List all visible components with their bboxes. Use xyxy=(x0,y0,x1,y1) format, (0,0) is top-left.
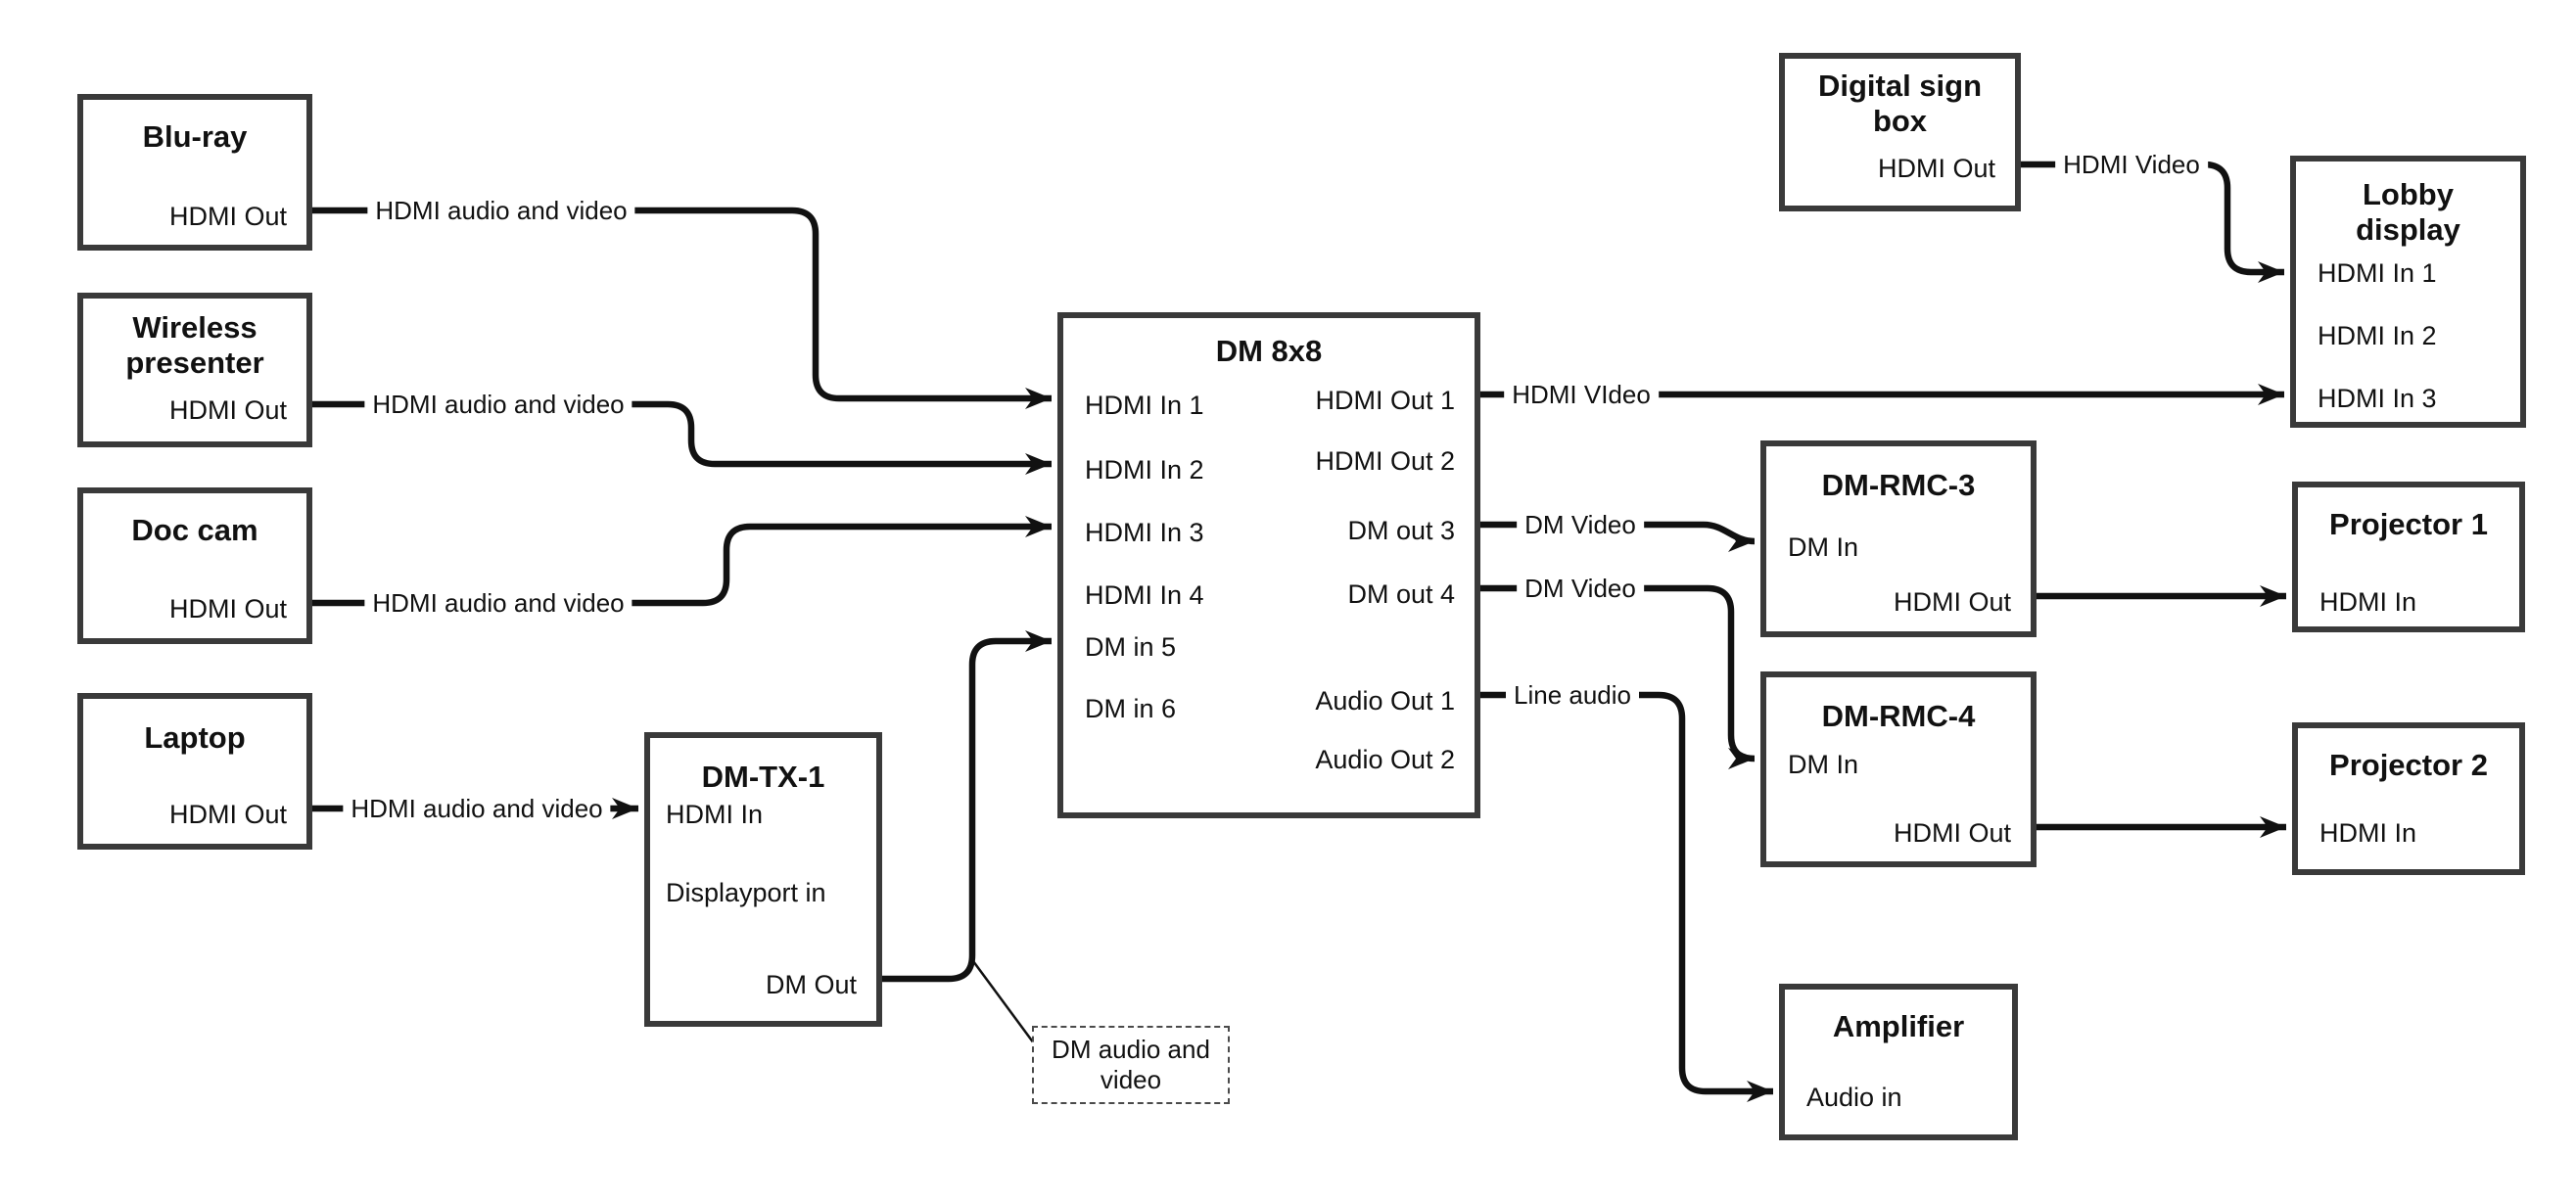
edge-wireless-to-dm8x8-in2 xyxy=(312,400,1052,475)
port-dm8x8-hdmi-out-1: HDMI Out 1 xyxy=(1315,386,1455,415)
port-dmrmc3-hdmi-out: HDMI Out xyxy=(1893,587,2011,617)
node-title: Digital sign xyxy=(1817,69,1983,103)
node-title: display xyxy=(2356,212,2460,247)
edge-dm8x8-out4-to-dmrmc4 xyxy=(1480,584,1756,769)
node-title: presenter xyxy=(125,346,264,380)
node-dm-rmc-4: DM-RMC-4 DM In HDMI Out xyxy=(1760,671,2037,867)
edge-doccam-to-dm8x8-in3 xyxy=(312,516,1052,607)
port-dm8x8-hdmi-in-3: HDMI In 3 xyxy=(1085,518,1204,547)
annotation-line-1: DM audio and xyxy=(1052,1035,1210,1064)
node-title: Laptop xyxy=(144,720,246,755)
node-title: DM-RMC-4 xyxy=(1821,699,1976,733)
node-title: DM 8x8 xyxy=(1215,334,1323,368)
node-lobby-display: Lobby display HDMI In 1 HDMI In 2 HDMI I… xyxy=(2290,156,2526,428)
node-blu-ray: Blu-ray HDMI Out xyxy=(77,94,312,251)
node-title: Wireless xyxy=(132,310,258,345)
node-title: DM-TX-1 xyxy=(701,760,825,794)
edge-dm8x8-out3-to-dmrmc3 xyxy=(1480,521,1756,552)
node-doc-cam: Doc cam HDMI Out xyxy=(77,487,312,644)
node-digital-sign-box: Digital sign box HDMI Out xyxy=(1779,53,2021,211)
annotation-callout-line xyxy=(971,960,1036,1044)
port-dmrmc3-dm-in: DM In xyxy=(1788,532,1859,562)
annotation-dm-audio-video: DM audio and video xyxy=(1032,1026,1230,1104)
port-doccam-hdmi-out: HDMI Out xyxy=(168,594,287,624)
edge-label-line-audio: Line audio xyxy=(1506,679,1639,711)
edge-digitalsign-to-lobby-in1 xyxy=(2021,161,2284,283)
node-title: Amplifier xyxy=(1832,1009,1965,1043)
node-dm-rmc-3: DM-RMC-3 DM In HDMI Out xyxy=(1760,440,2037,637)
node-title: Projector 1 xyxy=(2329,507,2488,541)
port-dm8x8-dm-out-4: DM out 4 xyxy=(1347,579,1455,609)
port-laptop-hdmi-out: HDMI Out xyxy=(168,800,287,829)
edge-dmtx1-to-dm8x8-in5 xyxy=(882,630,1052,983)
node-projector-1: Projector 1 HDMI In xyxy=(2292,482,2525,632)
port-lobby-hdmi-in-2: HDMI In 2 xyxy=(2318,321,2437,350)
port-wireless-hdmi-out: HDMI Out xyxy=(168,395,287,425)
edge-label-dm-video-out4: DM Video xyxy=(1517,573,1644,604)
port-dm8x8-hdmi-in-4: HDMI In 4 xyxy=(1085,580,1204,610)
port-dmtx1-hdmi-in: HDMI In xyxy=(666,800,764,829)
node-title: Doc cam xyxy=(131,513,258,547)
node-title: Projector 2 xyxy=(2329,748,2488,782)
port-dm8x8-dm-in-5: DM in 5 xyxy=(1085,632,1177,662)
node-title: Blu-ray xyxy=(142,119,248,154)
port-dmtx1-displayport-in: Displayport in xyxy=(666,878,826,907)
node-projector-2: Projector 2 HDMI In xyxy=(2292,722,2525,875)
node-wireless-presenter: Wireless presenter HDMI Out xyxy=(77,293,312,447)
edge-label-dm-video-out3: DM Video xyxy=(1517,509,1644,540)
port-dmtx1-dm-out: DM Out xyxy=(765,970,857,999)
port-proj1-hdmi-in: HDMI In xyxy=(2319,587,2417,617)
node-dm-8x8: DM 8x8 HDMI In 1 HDMI In 2 HDMI In 3 HDM… xyxy=(1057,312,1480,818)
port-dm8x8-audio-out-1: Audio Out 1 xyxy=(1315,686,1455,716)
node-amplifier: Amplifier Audio in xyxy=(1779,984,2018,1140)
edge-label-bluray: HDMI audio and video xyxy=(367,195,635,226)
port-lobby-hdmi-in-3: HDMI In 3 xyxy=(2318,384,2437,413)
port-dmrmc4-hdmi-out: HDMI Out xyxy=(1893,818,2011,848)
edge-label-laptop: HDMI audio and video xyxy=(343,793,611,824)
port-dm8x8-dm-out-3: DM out 3 xyxy=(1347,516,1455,545)
port-dmrmc4-dm-in: DM In xyxy=(1788,750,1859,779)
node-laptop: Laptop HDMI Out xyxy=(77,693,312,850)
node-title: Lobby xyxy=(2363,177,2454,211)
annotation-line-2: video xyxy=(1100,1065,1162,1094)
node-title: DM-RMC-3 xyxy=(1821,468,1976,502)
edge-dm8x8-audio1-to-amp xyxy=(1480,691,1773,1102)
port-amp-audio-in: Audio in xyxy=(1806,1083,1902,1112)
port-proj2-hdmi-in: HDMI In xyxy=(2319,818,2417,848)
port-dm8x8-hdmi-in-1: HDMI In 1 xyxy=(1085,391,1204,420)
edge-label-hdmi-video-sign: HDMI Video xyxy=(2055,149,2208,180)
node-dm-tx-1: DM-TX-1 HDMI In Displayport in DM Out xyxy=(644,732,882,1027)
node-title: box xyxy=(1872,104,1928,138)
edge-label-hdmi-video-out1: HDMI VIdeo xyxy=(1504,379,1659,410)
port-dm8x8-audio-out-2: Audio Out 2 xyxy=(1315,745,1455,774)
port-digitalsign-hdmi-out: HDMI Out xyxy=(1877,154,1995,183)
port-bluray-hdmi-out: HDMI Out xyxy=(168,202,287,231)
edge-bluray-to-dm8x8-in1 xyxy=(312,207,1052,409)
port-dm8x8-dm-in-6: DM in 6 xyxy=(1085,694,1177,723)
port-dm8x8-hdmi-out-2: HDMI Out 2 xyxy=(1315,446,1455,476)
edge-label-doccam: HDMI audio and video xyxy=(364,587,632,619)
annotation-text: DM audio and video xyxy=(1034,1035,1228,1095)
port-lobby-hdmi-in-1: HDMI In 1 xyxy=(2318,258,2437,288)
edge-label-wireless: HDMI audio and video xyxy=(364,389,632,420)
port-dm8x8-hdmi-in-2: HDMI In 2 xyxy=(1085,455,1204,485)
